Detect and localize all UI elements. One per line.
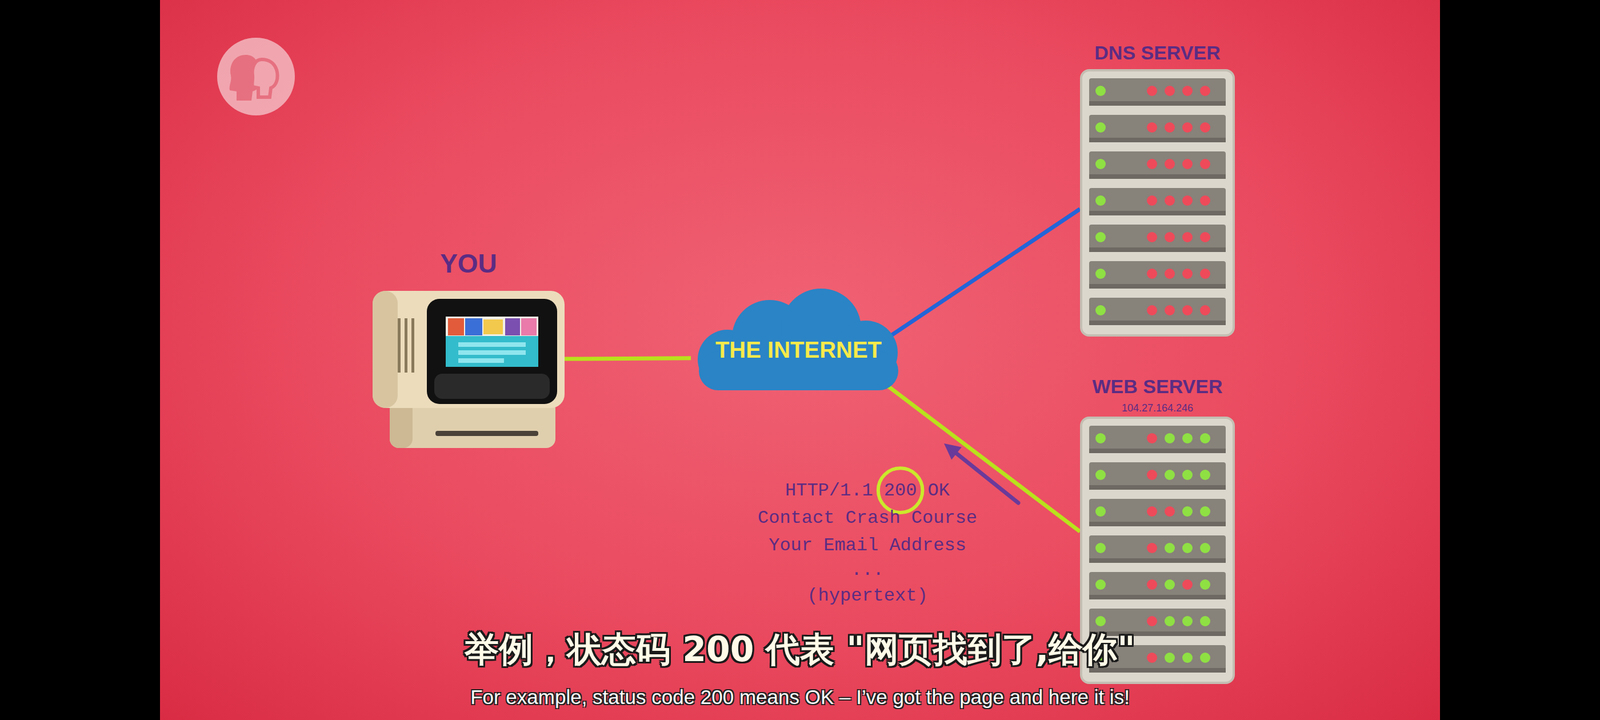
node-heading: YOU	[440, 249, 498, 279]
http-status-line: HTTP/1.1 200 OK	[785, 480, 950, 502]
cloud-node: THE INTERNET	[690, 288, 907, 391]
node-heading: WEB SERVER	[1092, 376, 1223, 398]
subtitle-english: For example, status code 200 means OK – …	[470, 685, 1130, 709]
node-heading: DNS SERVER	[1094, 42, 1220, 64]
computer-node: YOU	[372, 290, 565, 450]
computer-illustration	[372, 290, 565, 450]
network-link	[884, 209, 1080, 340]
server-rack	[1080, 69, 1235, 337]
http-body-line: Contact Crash Course	[757, 508, 978, 530]
server-node: DNS SERVER	[1080, 69, 1235, 337]
ip-address: 104.27.164.246	[1121, 402, 1194, 415]
http-body-line: (hypertext)	[806, 585, 928, 607]
cloud-label: THE INTERNET	[715, 337, 882, 363]
logo-disc	[217, 37, 295, 116]
subtitle-chinese: 举例，状态码 200 代表 "网页找到了,给你"	[464, 629, 1135, 670]
http-body-line: ...	[850, 560, 884, 582]
pbs-logo	[217, 37, 295, 116]
response-arrow	[944, 443, 1019, 503]
arrow-head	[944, 443, 962, 460]
http-body-line: Your Email Address	[768, 535, 967, 557]
logo-head	[252, 59, 278, 98]
network-link	[564, 358, 691, 359]
